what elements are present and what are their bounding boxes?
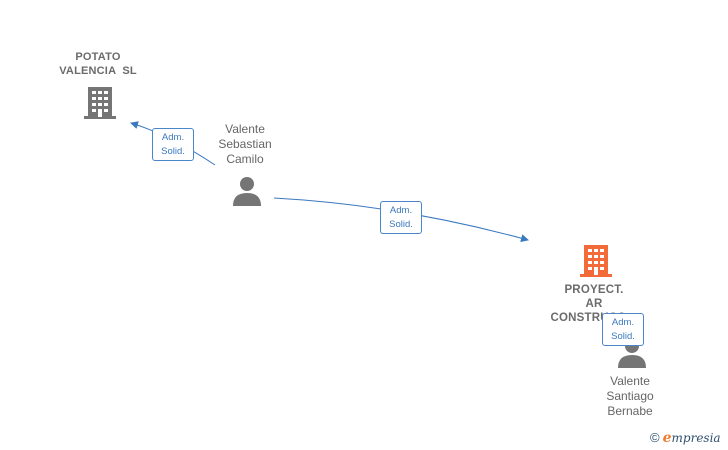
relation-type: Adm. xyxy=(389,205,413,216)
company-name-line: VALENCIA SL xyxy=(59,65,137,77)
building-icon[interactable] xyxy=(84,85,116,119)
relation-subtype: Solid. xyxy=(161,146,185,157)
relation-badge-r1[interactable]: Adm. Solid. xyxy=(152,128,194,161)
person-label-bernabe[interactable]: Valente Santiago Bernabe xyxy=(585,374,675,419)
brand-initial: e xyxy=(662,430,672,446)
copyright-symbol: © xyxy=(650,430,660,445)
person-label-camilo[interactable]: Valente Sebastian Camilo xyxy=(200,122,290,167)
company-name-line: POTATO xyxy=(75,51,121,63)
relation-subtype: Solid. xyxy=(389,219,413,230)
person-name-line: Santiago xyxy=(606,389,654,403)
company-name-line: PROYECT. xyxy=(564,284,624,296)
person-name-line: Valente xyxy=(610,374,650,388)
company-label-potato[interactable]: POTATO VALENCIA SL xyxy=(48,50,148,78)
empresia-logo: ©empresia xyxy=(650,430,721,448)
company-name-line: AR xyxy=(585,298,603,310)
person-icon[interactable] xyxy=(232,176,262,206)
relation-badge-r2[interactable]: Adm. Solid. xyxy=(380,201,422,234)
building-icon[interactable] xyxy=(580,243,612,277)
person-name-line: Sebastian xyxy=(218,137,272,151)
person-name-line: Valente xyxy=(225,122,265,136)
person-name-line: Camilo xyxy=(226,152,264,166)
relation-badge-r3[interactable]: Adm. Solid. xyxy=(602,313,644,346)
brand-name: mpresia xyxy=(671,431,721,445)
relation-type: Adm. xyxy=(611,317,635,328)
relation-subtype: Solid. xyxy=(611,331,635,342)
relation-type: Adm. xyxy=(161,132,185,143)
person-name-line: Bernabe xyxy=(607,404,653,418)
